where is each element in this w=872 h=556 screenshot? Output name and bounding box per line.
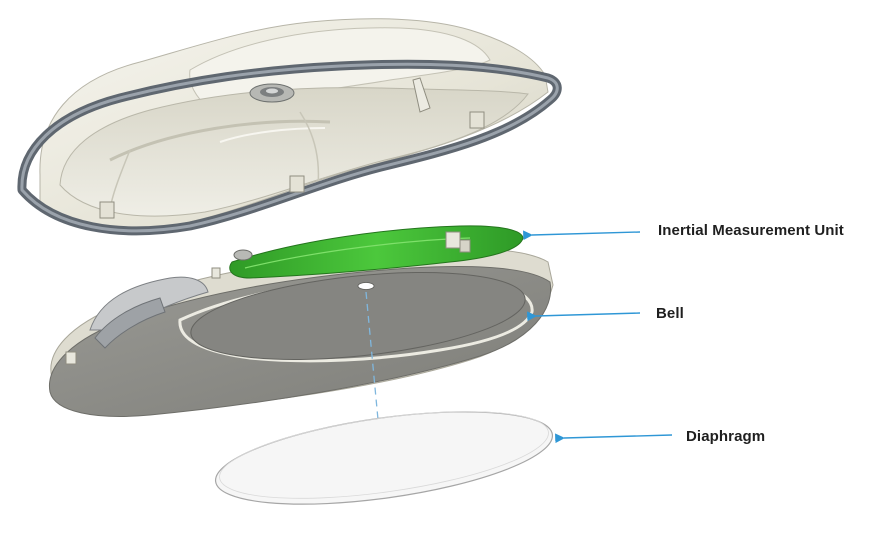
arrow-left-icon (555, 433, 673, 444)
top-shell (17, 18, 562, 236)
label-bell: Bell (656, 305, 684, 322)
label-diaphragm: Diaphragm (686, 428, 766, 445)
diaphragm-disc (214, 411, 554, 505)
alignment-dashed-line (365, 291, 383, 463)
arrow-left-icon (523, 230, 641, 241)
arrow-left-icon (527, 311, 641, 322)
bell-assembly (48, 225, 554, 417)
label-inertial-measurement-unit: Inertial Measurement Unit (658, 222, 844, 239)
